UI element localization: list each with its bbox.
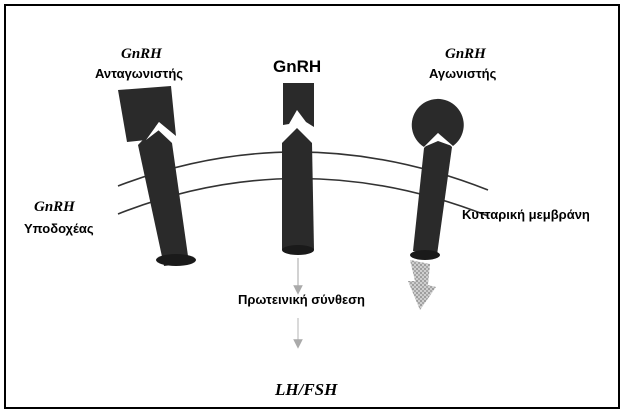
antagonist-receptor-complex bbox=[118, 86, 196, 266]
gnrh-label: GnRH bbox=[273, 58, 321, 75]
receptor-left-base bbox=[156, 254, 196, 266]
antagonist-block bbox=[118, 86, 176, 142]
receptor-left-body bbox=[138, 127, 189, 266]
receptor-center-base bbox=[282, 245, 314, 255]
receptor-gnrh-label: GnRH bbox=[34, 200, 75, 215]
receptor-role-label: Υποδοχέας bbox=[24, 222, 94, 235]
antagonist-gnrh-label: GnRH bbox=[121, 47, 162, 62]
agonist-role-label: Αγωνιστής bbox=[429, 67, 496, 80]
lh-fsh-label: LH/FSH bbox=[275, 381, 337, 398]
cell-membrane-label: Κυτταρική μεμβράνη bbox=[462, 208, 590, 221]
gnrh-receptor-complex bbox=[282, 83, 314, 255]
protein-synthesis-label: Πρωτεινική σύνθεση bbox=[238, 293, 365, 306]
gnrh-block bbox=[283, 83, 314, 127]
receptor-center-body bbox=[282, 128, 314, 250]
signal-dotted-arrow bbox=[408, 260, 436, 310]
agonist-gnrh-label: GnRH bbox=[445, 47, 486, 62]
antagonist-role-label: Ανταγωνιστής bbox=[95, 67, 183, 80]
receptor-right-base bbox=[410, 250, 440, 260]
